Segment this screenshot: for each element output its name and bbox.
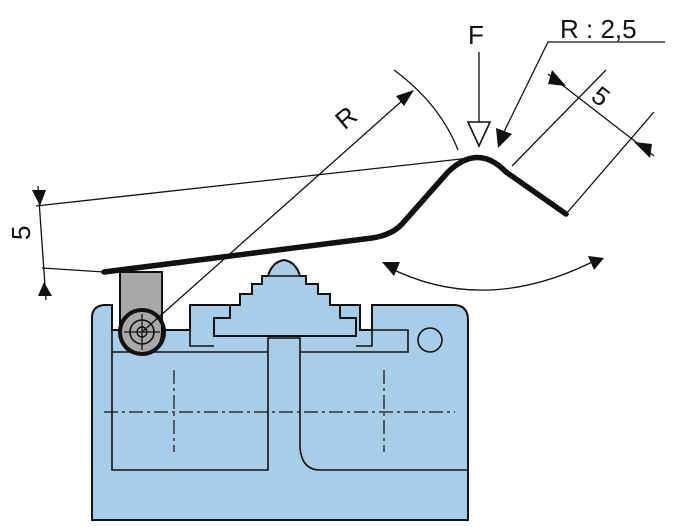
radius-label: R — [329, 100, 363, 135]
body-inner-step — [189, 330, 373, 347]
angle-arrow-left — [382, 262, 400, 276]
left-dim-arrow-2 — [38, 282, 52, 296]
roller — [118, 308, 166, 356]
radius-line — [141, 91, 413, 333]
right-dim-arrow-1 — [548, 70, 566, 86]
right-extension-1 — [511, 69, 607, 167]
tip-radius-leader — [499, 41, 665, 141]
left-dim-label: 5 — [6, 226, 36, 240]
tip-radius-arrowhead — [496, 128, 512, 148]
right-dim-arrow-2 — [634, 142, 652, 158]
angle-arc-top — [393, 69, 459, 151]
actuator-lever — [101, 154, 569, 275]
mounting-hole — [417, 327, 443, 353]
right-extension-2 — [565, 111, 655, 215]
left-extension-1 — [35, 157, 471, 207]
body-inner-lower — [111, 352, 468, 471]
body-inner-upper — [111, 329, 409, 353]
angle-arrow-right — [588, 256, 604, 270]
right-dim-label: 5 — [586, 80, 616, 113]
force-label: F — [468, 20, 484, 50]
left-dim-arrow-1 — [32, 190, 46, 206]
left-extension-2 — [41, 267, 105, 273]
radius-arrowhead — [396, 90, 414, 106]
angle-arc-bottom — [385, 257, 601, 291]
left-dim-line — [37, 185, 47, 301]
plunger-bellows — [213, 258, 357, 337]
force-arrowhead — [466, 121, 492, 148]
tip-radius-label: R : 2,5 — [560, 14, 637, 44]
